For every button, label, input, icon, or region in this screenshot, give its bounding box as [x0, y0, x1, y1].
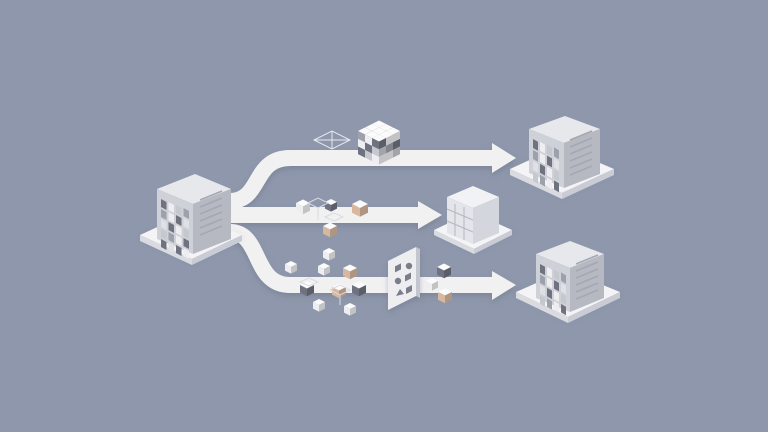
server-cell — [176, 205, 182, 216]
server-cell — [547, 177, 552, 190]
server-cell — [533, 172, 538, 184]
block-tan — [352, 200, 368, 217]
server-cell — [176, 225, 182, 236]
sorting-panel — [388, 247, 420, 310]
server-cell — [533, 161, 538, 173]
server-cell — [561, 293, 566, 305]
server-cell — [161, 229, 167, 240]
server-cell — [554, 169, 559, 182]
server-cell — [554, 290, 559, 302]
block-dark — [352, 281, 366, 297]
server-cell — [547, 287, 552, 300]
panel-shapes — [394, 262, 413, 296]
bottom-wireframe — [298, 277, 352, 305]
server-cell — [540, 285, 545, 297]
server-cell — [547, 298, 552, 310]
server-cell — [540, 163, 545, 176]
server-cell — [183, 228, 189, 239]
server-cell — [554, 180, 559, 193]
cube-wireframe — [312, 130, 352, 150]
server-cell — [547, 144, 552, 157]
block-white — [426, 278, 438, 291]
server-cell — [561, 303, 566, 316]
server-cell — [183, 248, 189, 259]
server-cell — [554, 158, 559, 171]
server-cell — [554, 269, 559, 281]
server-cell — [540, 152, 545, 165]
cube-piece — [372, 134, 386, 150]
arrow-top-head — [492, 143, 516, 173]
server-cell — [561, 272, 566, 284]
server-cell — [554, 280, 559, 292]
block-white — [318, 263, 330, 276]
middle-wireframe — [306, 197, 345, 222]
target-server-top — [510, 116, 614, 199]
server-cell — [161, 219, 167, 230]
arrow-middle-head — [418, 201, 442, 229]
arrow-bottom-head — [492, 271, 516, 300]
block-dark — [437, 263, 451, 279]
server-cell — [161, 239, 167, 250]
server-cell — [168, 242, 174, 253]
server-cell — [533, 150, 538, 162]
server-cell — [547, 277, 552, 289]
server-cell — [176, 215, 182, 226]
middle-blocks — [296, 199, 368, 238]
server-cell — [554, 147, 559, 160]
server-cell — [547, 166, 552, 179]
server-cell — [540, 141, 545, 154]
block-white — [323, 248, 335, 261]
server-cell — [183, 208, 189, 219]
server-cell — [183, 218, 189, 229]
block-tan — [343, 264, 357, 280]
block-white — [313, 299, 325, 312]
server-cell — [540, 174, 545, 187]
target-bottom-grid — [540, 254, 599, 316]
bottom-blocks — [285, 248, 452, 316]
source-server-grid — [161, 190, 223, 259]
server-cell — [168, 232, 174, 243]
server-cell — [540, 264, 545, 276]
server-cell — [561, 282, 566, 295]
assembled-cube — [358, 120, 400, 165]
server-cell — [168, 222, 174, 233]
server-cell — [547, 266, 552, 279]
server-cell — [540, 295, 545, 307]
server-cell — [533, 139, 538, 151]
server-cell — [161, 199, 167, 210]
source-server — [140, 174, 242, 265]
block-white — [344, 303, 356, 316]
server-cell — [547, 155, 552, 168]
block-tan — [323, 222, 337, 238]
server-cell — [168, 212, 174, 223]
server-cell — [554, 301, 559, 313]
arrow-top — [229, 150, 494, 209]
block-white — [296, 199, 310, 215]
server-cell — [183, 238, 189, 249]
empty-frame-box — [434, 186, 512, 254]
server-cell — [540, 274, 545, 286]
target-server-bottom — [516, 241, 620, 323]
block-tan — [438, 288, 452, 304]
server-cell — [176, 235, 182, 246]
target-top-grid — [533, 130, 593, 193]
server-cell — [161, 209, 167, 220]
server-cell — [176, 245, 182, 256]
server-cell — [168, 202, 174, 213]
block-white — [285, 261, 297, 274]
